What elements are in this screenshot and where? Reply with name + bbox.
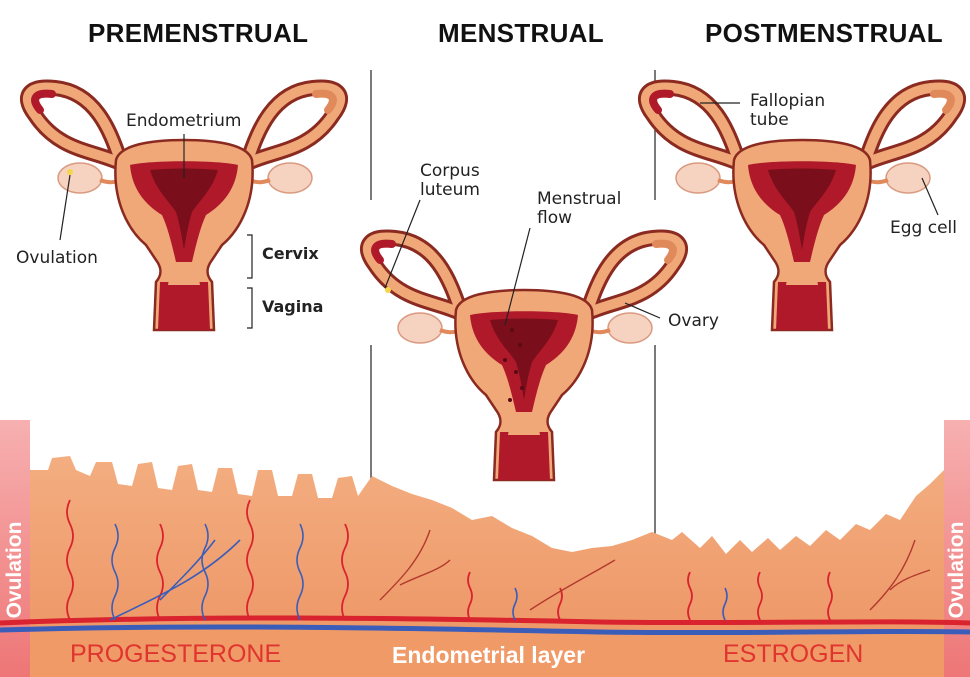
label-estrogen: ESTROGEN [723, 640, 864, 668]
label-endometrium: Endometrium [126, 111, 242, 131]
label-vagina: Vagina [262, 297, 324, 316]
label-fallopian-tube-line1: Fallopian [750, 91, 826, 111]
label-ovulation: Ovulation [16, 248, 98, 268]
label-progesterone: PROGESTERONE [70, 640, 282, 668]
label-corpus-luteum-line2: luteum [420, 180, 480, 200]
label-cervix: Cervix [262, 244, 319, 263]
label-menstrual-flow: Menstrual flow [537, 190, 621, 228]
phase-title-menstrual: MENSTRUAL [438, 18, 604, 48]
label-corpus-luteum: Corpus luteum [420, 162, 480, 200]
label-menstrual-flow-line2: flow [537, 208, 573, 228]
phase-title-premenstrual: PREMENSTRUAL [88, 18, 309, 48]
label-endometrial-layer: Endometrial layer [392, 642, 586, 668]
side-bar-right: Ovulation [942, 470, 970, 670]
phase-title-postmenstrual: POSTMENSTRUAL [705, 18, 943, 48]
label-fallopian-tube: Fallopian tube [750, 92, 825, 130]
label-menstrual-flow-line1: Menstrual [537, 189, 622, 209]
side-bar-left: Ovulation [0, 470, 30, 670]
label-corpus-luteum-line1: Corpus [420, 161, 480, 181]
label-fallopian-tube-line2: tube [750, 110, 789, 130]
label-egg-cell: Egg cell [890, 218, 957, 238]
side-bar-right-label: Ovulation [945, 521, 968, 619]
label-ovary: Ovary [668, 311, 719, 331]
side-bar-left-label: Ovulation [3, 521, 26, 619]
